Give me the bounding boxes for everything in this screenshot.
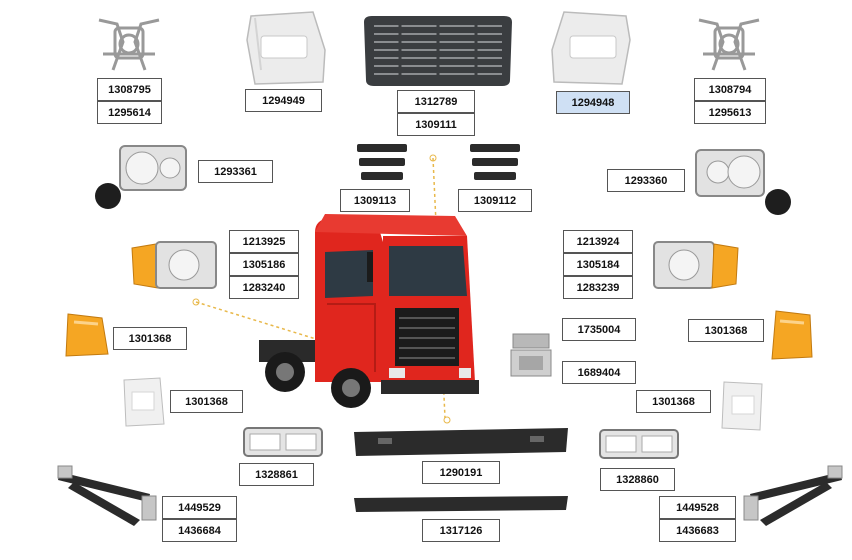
label-1436684[interactable]: 1436684: [162, 519, 237, 542]
corner-panel-right-image: [551, 11, 631, 85]
label-1213925[interactable]: 1213925: [229, 230, 299, 253]
label-1305186[interactable]: 1305186: [229, 253, 299, 276]
clear-indicator-left-image: [123, 377, 165, 427]
label-1295614[interactable]: 1295614: [97, 101, 162, 124]
label-1436683[interactable]: 1436683: [659, 519, 736, 542]
corner-panel-left-image: [246, 11, 326, 85]
label-1295613[interactable]: 1295613: [694, 101, 766, 124]
label-1449529[interactable]: 1449529: [162, 496, 237, 519]
bumper-bottom-image: [354, 496, 568, 512]
label-1283240[interactable]: 1283240: [229, 276, 299, 299]
label-1294948[interactable]: 1294948: [556, 91, 630, 114]
label-1317126[interactable]: 1317126: [422, 519, 500, 542]
hinge-bracket-image: [510, 333, 552, 377]
label-1301368-amber-left[interactable]: 1301368: [113, 327, 187, 350]
headlamp-left-image: [95, 145, 187, 209]
clear-indicator-right-image: [721, 381, 763, 431]
label-1213924[interactable]: 1213924: [563, 230, 633, 253]
fog-lamp-left-image: [243, 427, 323, 457]
lamp-set-left-image: [131, 241, 217, 289]
label-1689404[interactable]: 1689404: [562, 361, 636, 384]
label-1308795[interactable]: 1308795: [97, 78, 162, 101]
label-1312789[interactable]: 1312789: [397, 90, 475, 113]
label-1294949[interactable]: 1294949: [245, 89, 322, 112]
bumper-frame-right-image: [743, 465, 843, 526]
headlamp-bracket-right-image: [698, 18, 760, 71]
label-1301368-clear-right[interactable]: 1301368: [636, 390, 711, 413]
label-1293360[interactable]: 1293360: [607, 169, 685, 192]
fog-lamp-right-image: [599, 429, 679, 459]
step-right-image: [470, 144, 520, 180]
front-grille-image: [364, 16, 512, 86]
label-1283239[interactable]: 1283239: [563, 276, 633, 299]
label-1328861[interactable]: 1328861: [239, 463, 314, 486]
label-1309113[interactable]: 1309113: [340, 189, 410, 212]
truck-image: [259, 214, 479, 408]
step-left-image: [357, 144, 407, 180]
lamp-set-right-image: [653, 241, 739, 289]
label-1328860[interactable]: 1328860: [600, 468, 675, 491]
headlamp-right-image: [695, 149, 791, 215]
label-1309111[interactable]: 1309111: [397, 113, 475, 136]
amber-indicator-right-image: [771, 310, 813, 360]
label-1305184[interactable]: 1305184: [563, 253, 633, 276]
label-1301368-clear-left[interactable]: 1301368: [170, 390, 243, 413]
label-1735004[interactable]: 1735004: [562, 318, 636, 341]
label-1449528[interactable]: 1449528: [659, 496, 736, 519]
label-1290191[interactable]: 1290191: [422, 461, 500, 484]
label-1293361[interactable]: 1293361: [198, 160, 273, 183]
bumper-frame-left-image: [57, 465, 157, 526]
label-1309112[interactable]: 1309112: [458, 189, 532, 212]
label-1308794[interactable]: 1308794: [694, 78, 766, 101]
headlamp-bracket-left-image: [98, 18, 160, 71]
bumper-top-image: [354, 428, 568, 456]
label-1301368-amber-right[interactable]: 1301368: [688, 319, 764, 342]
amber-indicator-left-image: [65, 313, 109, 357]
